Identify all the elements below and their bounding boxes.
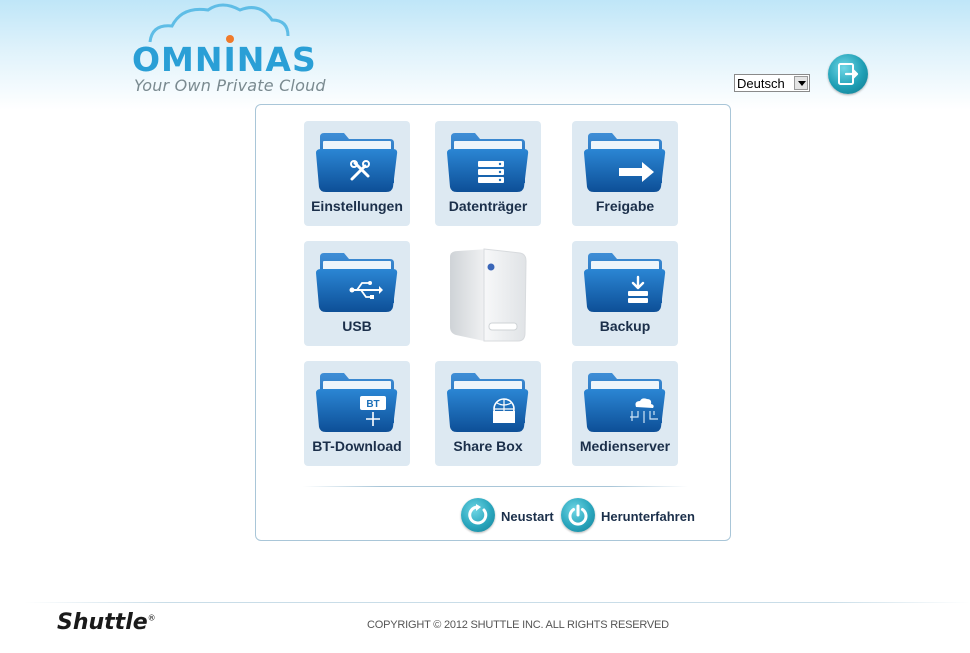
logout-icon <box>838 63 859 85</box>
tile-label: Medienserver <box>579 438 671 454</box>
logo-text: OMNINAS <box>132 40 317 79</box>
tile-label: BT-Download <box>312 438 402 454</box>
power-icon <box>568 504 588 526</box>
tile-label: Share Box <box>453 438 523 454</box>
tile-label: USB <box>342 318 372 334</box>
language-select[interactable]: Deutsch <box>734 74 810 92</box>
omninas-logo: OMNINAS Your Own Private Cloud <box>130 2 330 98</box>
shutdown-button[interactable] <box>561 498 595 532</box>
tile-label: Freigabe <box>595 198 655 214</box>
tile-share-box[interactable]: Share Box <box>435 361 541 466</box>
copyright-text: COPYRIGHT © 2012 SHUTTLE INC. ALL RIGHTS… <box>367 619 669 631</box>
usb-icon <box>349 281 383 299</box>
share-arrow-icon <box>619 162 654 182</box>
globe-box-icon <box>493 398 515 423</box>
registered-mark: ® <box>147 613 156 623</box>
shuttle-logo: Shuttle® <box>57 610 156 635</box>
tile-einstellungen[interactable]: Einstellungen <box>304 121 410 226</box>
footer-divider <box>24 602 970 603</box>
bt-icon: BT <box>360 396 386 426</box>
chevron-down-icon[interactable] <box>794 76 808 90</box>
divider <box>303 486 688 487</box>
nas-device-image <box>450 248 527 342</box>
tile-usb[interactable]: USB <box>304 241 410 346</box>
shutdown-label[interactable]: Herunterfahren <box>601 509 695 524</box>
shuttle-brand: Shuttle <box>57 610 148 635</box>
tile-backup[interactable]: Backup <box>572 241 678 346</box>
tile-bt-download[interactable]: BT BT-Download <box>304 361 410 466</box>
tile-label: Einstellungen <box>311 198 403 214</box>
cloud-icon <box>148 3 290 43</box>
language-selected-value: Deutsch <box>737 76 785 91</box>
tools-icon <box>350 160 370 181</box>
tile-datentraeger[interactable]: Datenträger <box>435 121 541 226</box>
tile-medienserver[interactable]: Medienserver <box>572 361 678 466</box>
restart-button[interactable] <box>461 498 495 532</box>
logout-button[interactable] <box>828 54 868 94</box>
svg-text:BT: BT <box>366 399 379 410</box>
tile-label: Datenträger <box>448 198 528 214</box>
folder-icon <box>584 251 666 313</box>
logo-tagline: Your Own Private Cloud <box>134 76 326 95</box>
backup-icon <box>628 275 648 303</box>
tile-label: Backup <box>599 318 651 334</box>
media-server-icon <box>630 398 658 423</box>
tile-freigabe[interactable]: Freigabe <box>572 121 678 226</box>
restart-label[interactable]: Neustart <box>501 509 554 524</box>
restart-icon <box>468 504 488 525</box>
disks-icon <box>478 161 504 183</box>
